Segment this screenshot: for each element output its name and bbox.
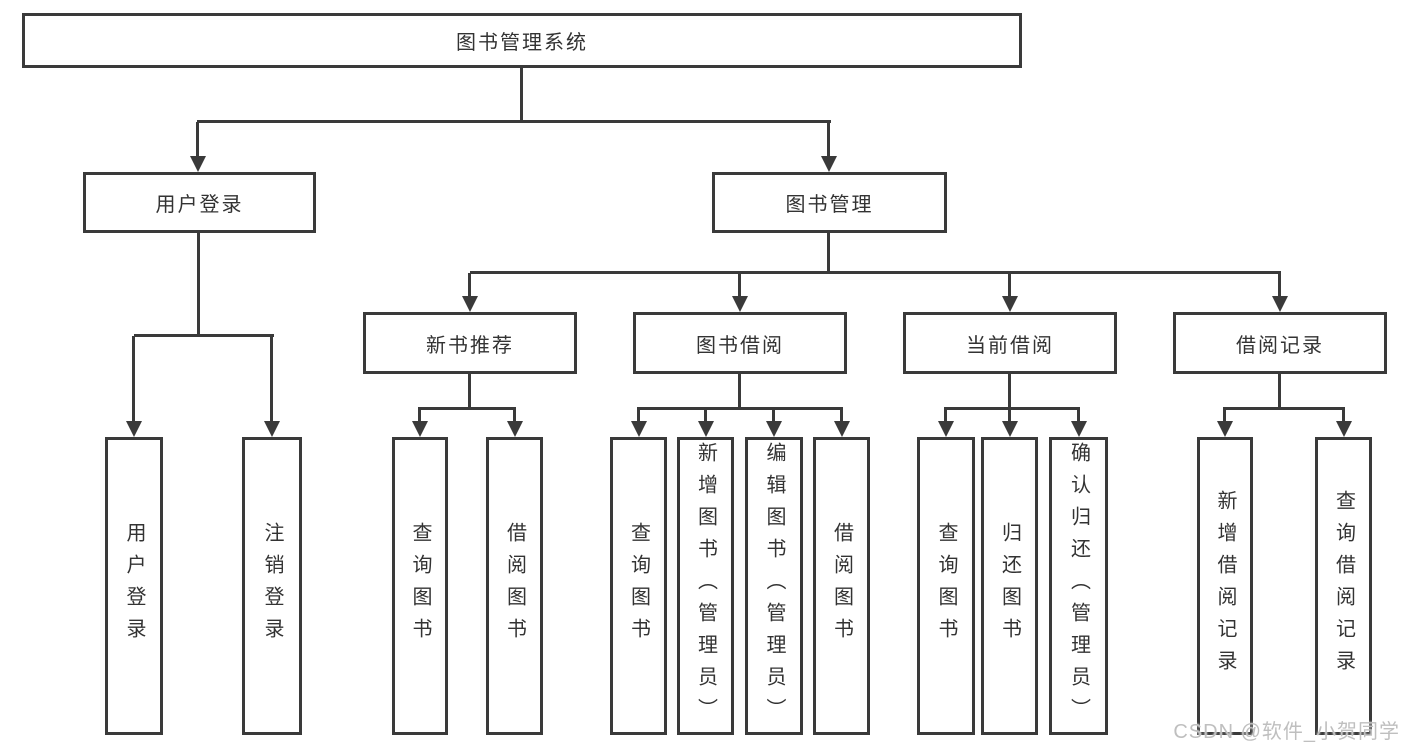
connector-g2-drop2 [704,409,707,423]
leaf-confirm-return-admin: 确认归还（管理员） [1049,437,1108,735]
connector-g4-bar [1223,407,1345,410]
leaf-user-login-label: 用户登录 [123,522,145,650]
connector-g1-bar [418,407,516,410]
connector-drop-book-management [827,122,830,158]
connector-g2-drop3 [772,409,775,423]
connector-g4-drop2 [1342,409,1345,423]
node-new-book-recommend: 新书推荐 [363,312,577,374]
node-book-borrow: 图书借阅 [633,312,847,374]
arrow-g4-leaf1 [1217,421,1233,437]
connector-g1-drop1 [418,409,421,423]
leaf-add-book-admin: 新增图书（管理员） [677,437,734,735]
node-library-system: 图书管理系统 [22,13,1022,68]
connector-user-bar [134,334,274,337]
leaf-query-books-borrow-label: 查询图书 [627,522,650,650]
arrow-g4-leaf2 [1336,421,1352,437]
arrow-g1-leaf1 [412,421,428,437]
connector-level3-bar [470,271,1281,274]
connector-drop-leaf-logout [270,336,273,422]
leaf-return-book-label: 归还图书 [998,522,1021,650]
leaf-return-book: 归还图书 [981,437,1038,735]
leaf-edit-book-admin: 编辑图书（管理员） [745,437,803,735]
connector-g2-stem [738,374,741,409]
connector-g4-drop1 [1223,409,1226,423]
arrow-g3-leaf1 [938,421,954,437]
arrow-book-borrow [732,296,748,312]
connector-g1-drop2 [513,409,516,423]
leaf-query-books-recommend-label: 查询图书 [409,522,431,650]
leaf-borrow-books: 借阅图书 [813,437,870,735]
connector-level1-bar [197,120,831,123]
arrow-g2-leaf3 [766,421,782,437]
connector-drop-book-borrow [738,273,741,299]
csdn-watermark: CSDN @软件_小贺同学 [1173,721,1400,743]
connector-root-stem [520,68,523,122]
connector-drop-new-book [468,273,471,299]
leaf-logout-label: 注销登录 [261,522,283,650]
leaf-query-borrow-record-label: 查询借阅记录 [1332,490,1355,682]
node-borrow-records: 借阅记录 [1173,312,1387,374]
connector-drop-current-borrow [1008,273,1011,299]
connector-g3-drop3 [1077,409,1080,423]
node-book-management: 图书管理 [712,172,947,233]
arrow-g2-leaf1 [631,421,647,437]
arrow-g3-leaf2 [1002,421,1018,437]
connector-g3-stem [1008,374,1011,409]
connector-g2-drop4 [840,409,843,423]
leaf-logout: 注销登录 [242,437,302,735]
arrow-borrow-records [1272,296,1288,312]
connector-drop-borrow-records [1278,273,1281,299]
connector-mgmt-stem [827,233,830,273]
leaf-user-login: 用户登录 [105,437,163,735]
connector-user-stem [197,233,200,336]
connector-g1-stem [468,374,471,409]
connector-g3-drop2 [1008,409,1011,423]
leaf-add-borrow-record: 新增借阅记录 [1197,437,1253,735]
arrow-current-borrow [1002,296,1018,312]
arrow-book-management [821,156,837,172]
leaf-query-books-recommend: 查询图书 [392,437,448,735]
connector-g2-bar [637,407,843,410]
connector-g4-stem [1278,374,1281,409]
connector-g3-drop1 [944,409,947,423]
leaf-borrow-books-recommend-label: 借阅图书 [503,522,526,650]
arrow-g2-leaf2 [698,421,714,437]
leaf-query-borrow-record: 查询借阅记录 [1315,437,1372,735]
connector-g3-bar [944,407,1080,410]
connector-drop-user-login [196,122,199,158]
leaf-query-books-borrow: 查询图书 [610,437,667,735]
connector-g2-drop1 [637,409,640,423]
leaf-query-books-current: 查询图书 [917,437,975,735]
leaf-query-books-current-label: 查询图书 [935,522,957,650]
leaf-borrow-books-recommend: 借阅图书 [486,437,543,735]
arrow-g1-leaf2 [507,421,523,437]
leaf-borrow-books-label: 借阅图书 [830,522,853,650]
leaf-edit-book-admin-label: 编辑图书（管理员） [763,442,785,730]
leaf-add-borrow-record-label: 新增借阅记录 [1214,490,1236,682]
leaf-add-book-admin-label: 新增图书（管理员） [694,442,717,730]
arrow-leaf-user-login [126,421,142,437]
node-user-login: 用户登录 [83,172,316,233]
arrow-leaf-logout [264,421,280,437]
connector-drop-leaf-user-login [132,336,135,422]
leaf-confirm-return-admin-label: 确认归还（管理员） [1067,442,1090,730]
node-current-borrow: 当前借阅 [903,312,1117,374]
arrow-g3-leaf3 [1071,421,1087,437]
arrow-g2-leaf4 [834,421,850,437]
arrow-user-login [190,156,206,172]
arrow-new-book [462,296,478,312]
